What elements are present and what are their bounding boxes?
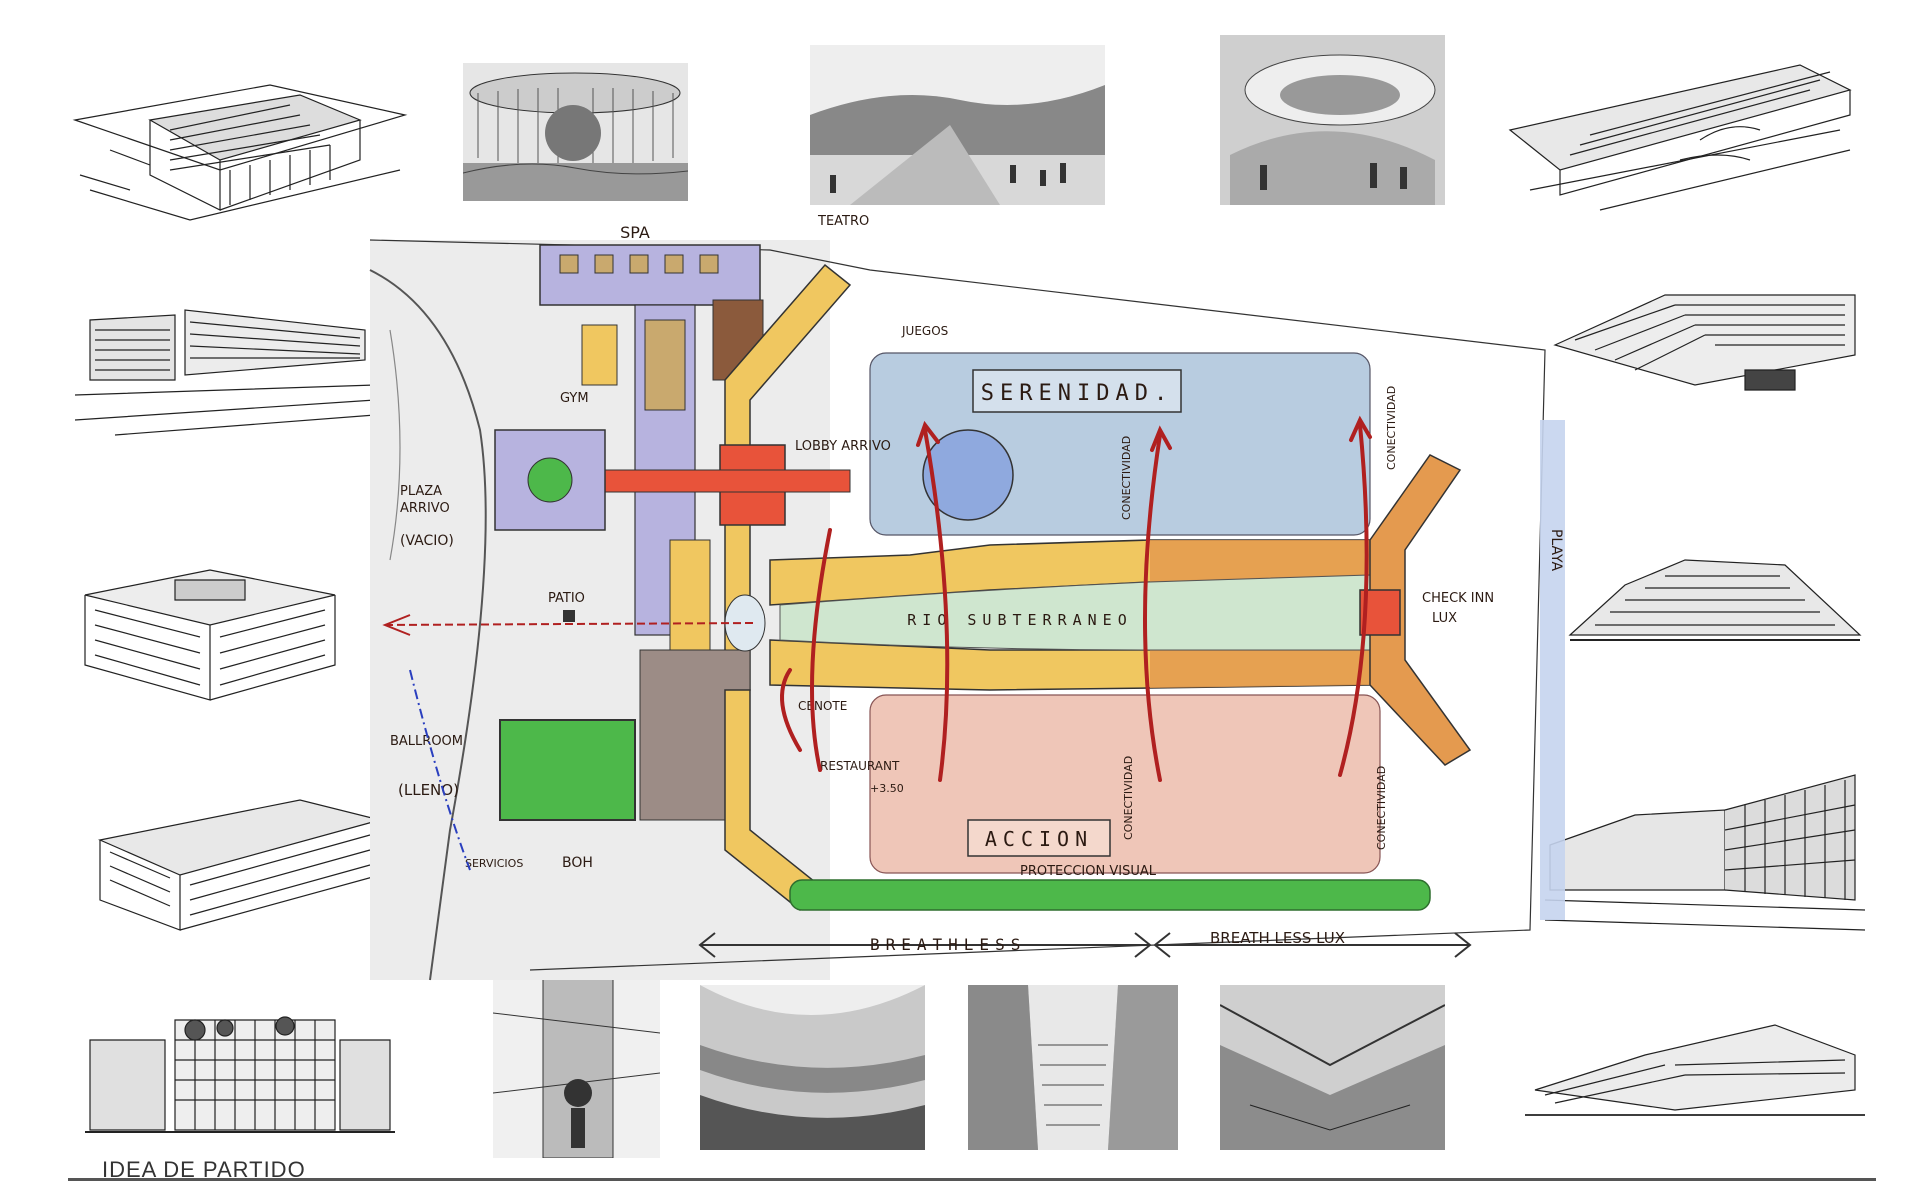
blue-route-line bbox=[409, 669, 471, 871]
photo-spiral-ramp bbox=[1220, 35, 1445, 205]
teatro-label: TEATRO bbox=[817, 214, 869, 229]
spa-block bbox=[539, 244, 761, 306]
sketch-aerial-top-right bbox=[1500, 60, 1860, 220]
access-road bbox=[369, 269, 487, 981]
sketch-aerial-bottom-right bbox=[1525, 1015, 1865, 1130]
gym-label: GYM bbox=[560, 391, 589, 406]
sketch-terraced-right-top bbox=[1545, 285, 1865, 405]
sketch-perspective-right-lower bbox=[1545, 770, 1865, 935]
site-plan-diagram: SERENIDAD. ACCION SPA TEATRO JUEGOS GYM … bbox=[369, 214, 1565, 981]
restaurant-label: RESTAURANT bbox=[820, 759, 900, 773]
boh-label: BOH bbox=[562, 855, 593, 871]
juegos-label: JUEGOS bbox=[901, 324, 948, 338]
restaurant-level-label: +3.50 bbox=[870, 782, 904, 795]
plaza-tree bbox=[527, 457, 573, 503]
ballroom-block bbox=[499, 719, 636, 821]
site-axis bbox=[384, 622, 756, 626]
baseline-rule bbox=[68, 1178, 1876, 1181]
sketch-terraced-right-mid bbox=[1565, 550, 1865, 650]
arrival-axis bbox=[604, 469, 851, 493]
patio-label: PATIO bbox=[548, 591, 585, 606]
servicios-label: SERVICIOS bbox=[465, 857, 523, 870]
photo-interior-balconies bbox=[700, 985, 925, 1150]
lobby-label: LOBBY ARRIVO bbox=[795, 439, 891, 454]
sketch-street-view-left bbox=[75, 300, 375, 440]
cenote-label: CENOTE bbox=[798, 699, 847, 713]
connectivity-label-4: CONECTIVIDAD bbox=[1375, 766, 1388, 850]
green-buffer bbox=[789, 879, 1431, 911]
accion-label-box bbox=[967, 819, 1111, 857]
rio-label: RIO SUBTERRANEO bbox=[907, 611, 1132, 629]
plaza-label-2: ARRIVO bbox=[400, 501, 450, 516]
playa-strip bbox=[1540, 420, 1565, 920]
ballroom-label-2: (LLENO) bbox=[398, 781, 459, 799]
connectivity-label-2: CONECTIVIDAD bbox=[1122, 756, 1135, 840]
proteccion-visual-label: PROTECCION VISUAL bbox=[1020, 864, 1157, 879]
plaza-label-3: (VACIO) bbox=[400, 533, 454, 549]
spa-core bbox=[644, 319, 686, 411]
playa-label: PLAYA bbox=[1548, 529, 1564, 572]
plaza-label-1: PLAZA bbox=[400, 484, 442, 499]
breathless-label: BREATHLESS bbox=[870, 935, 1026, 954]
serenidad-label: SERENIDAD. bbox=[981, 381, 1173, 406]
spa-label: SPA bbox=[620, 223, 650, 242]
checkin-label-2: LUX bbox=[1432, 611, 1457, 626]
sketch-aerial-top-left bbox=[70, 80, 410, 230]
connectivity-label-3: CONECTIVIDAD bbox=[1385, 386, 1398, 470]
east-y-wing bbox=[1369, 454, 1472, 766]
sketch-vertical-section bbox=[493, 973, 660, 1158]
checkin-label-1: CHECK INN bbox=[1422, 591, 1494, 606]
breathless-dimension bbox=[698, 932, 1472, 958]
caption: IDEA DE PARTIDO bbox=[102, 1157, 306, 1182]
serenidad-label-box bbox=[972, 369, 1182, 413]
pool-circle bbox=[922, 429, 1014, 521]
connectivity-arrows bbox=[780, 415, 1372, 782]
photo-atrium-terraces bbox=[1220, 985, 1445, 1150]
photo-circular-atrium bbox=[463, 63, 688, 201]
photo-green-cavern bbox=[810, 45, 1105, 205]
sketch-aerial-left-mid bbox=[75, 565, 345, 710]
breathless-lux-label: BREATH LESS LUX bbox=[1210, 929, 1345, 947]
ballroom-label-1: BALLROOM bbox=[390, 734, 463, 749]
photo-grand-stair bbox=[968, 985, 1178, 1150]
patio-marker bbox=[563, 610, 575, 622]
lower-core bbox=[669, 539, 711, 651]
connectivity-label-1: CONECTIVIDAD bbox=[1120, 436, 1133, 520]
sketch-elevation-bottom-left bbox=[85, 1010, 395, 1140]
accion-label: ACCION bbox=[985, 827, 1093, 851]
gym-block bbox=[581, 324, 618, 386]
sketch-aerial-left-lower bbox=[80, 790, 390, 940]
